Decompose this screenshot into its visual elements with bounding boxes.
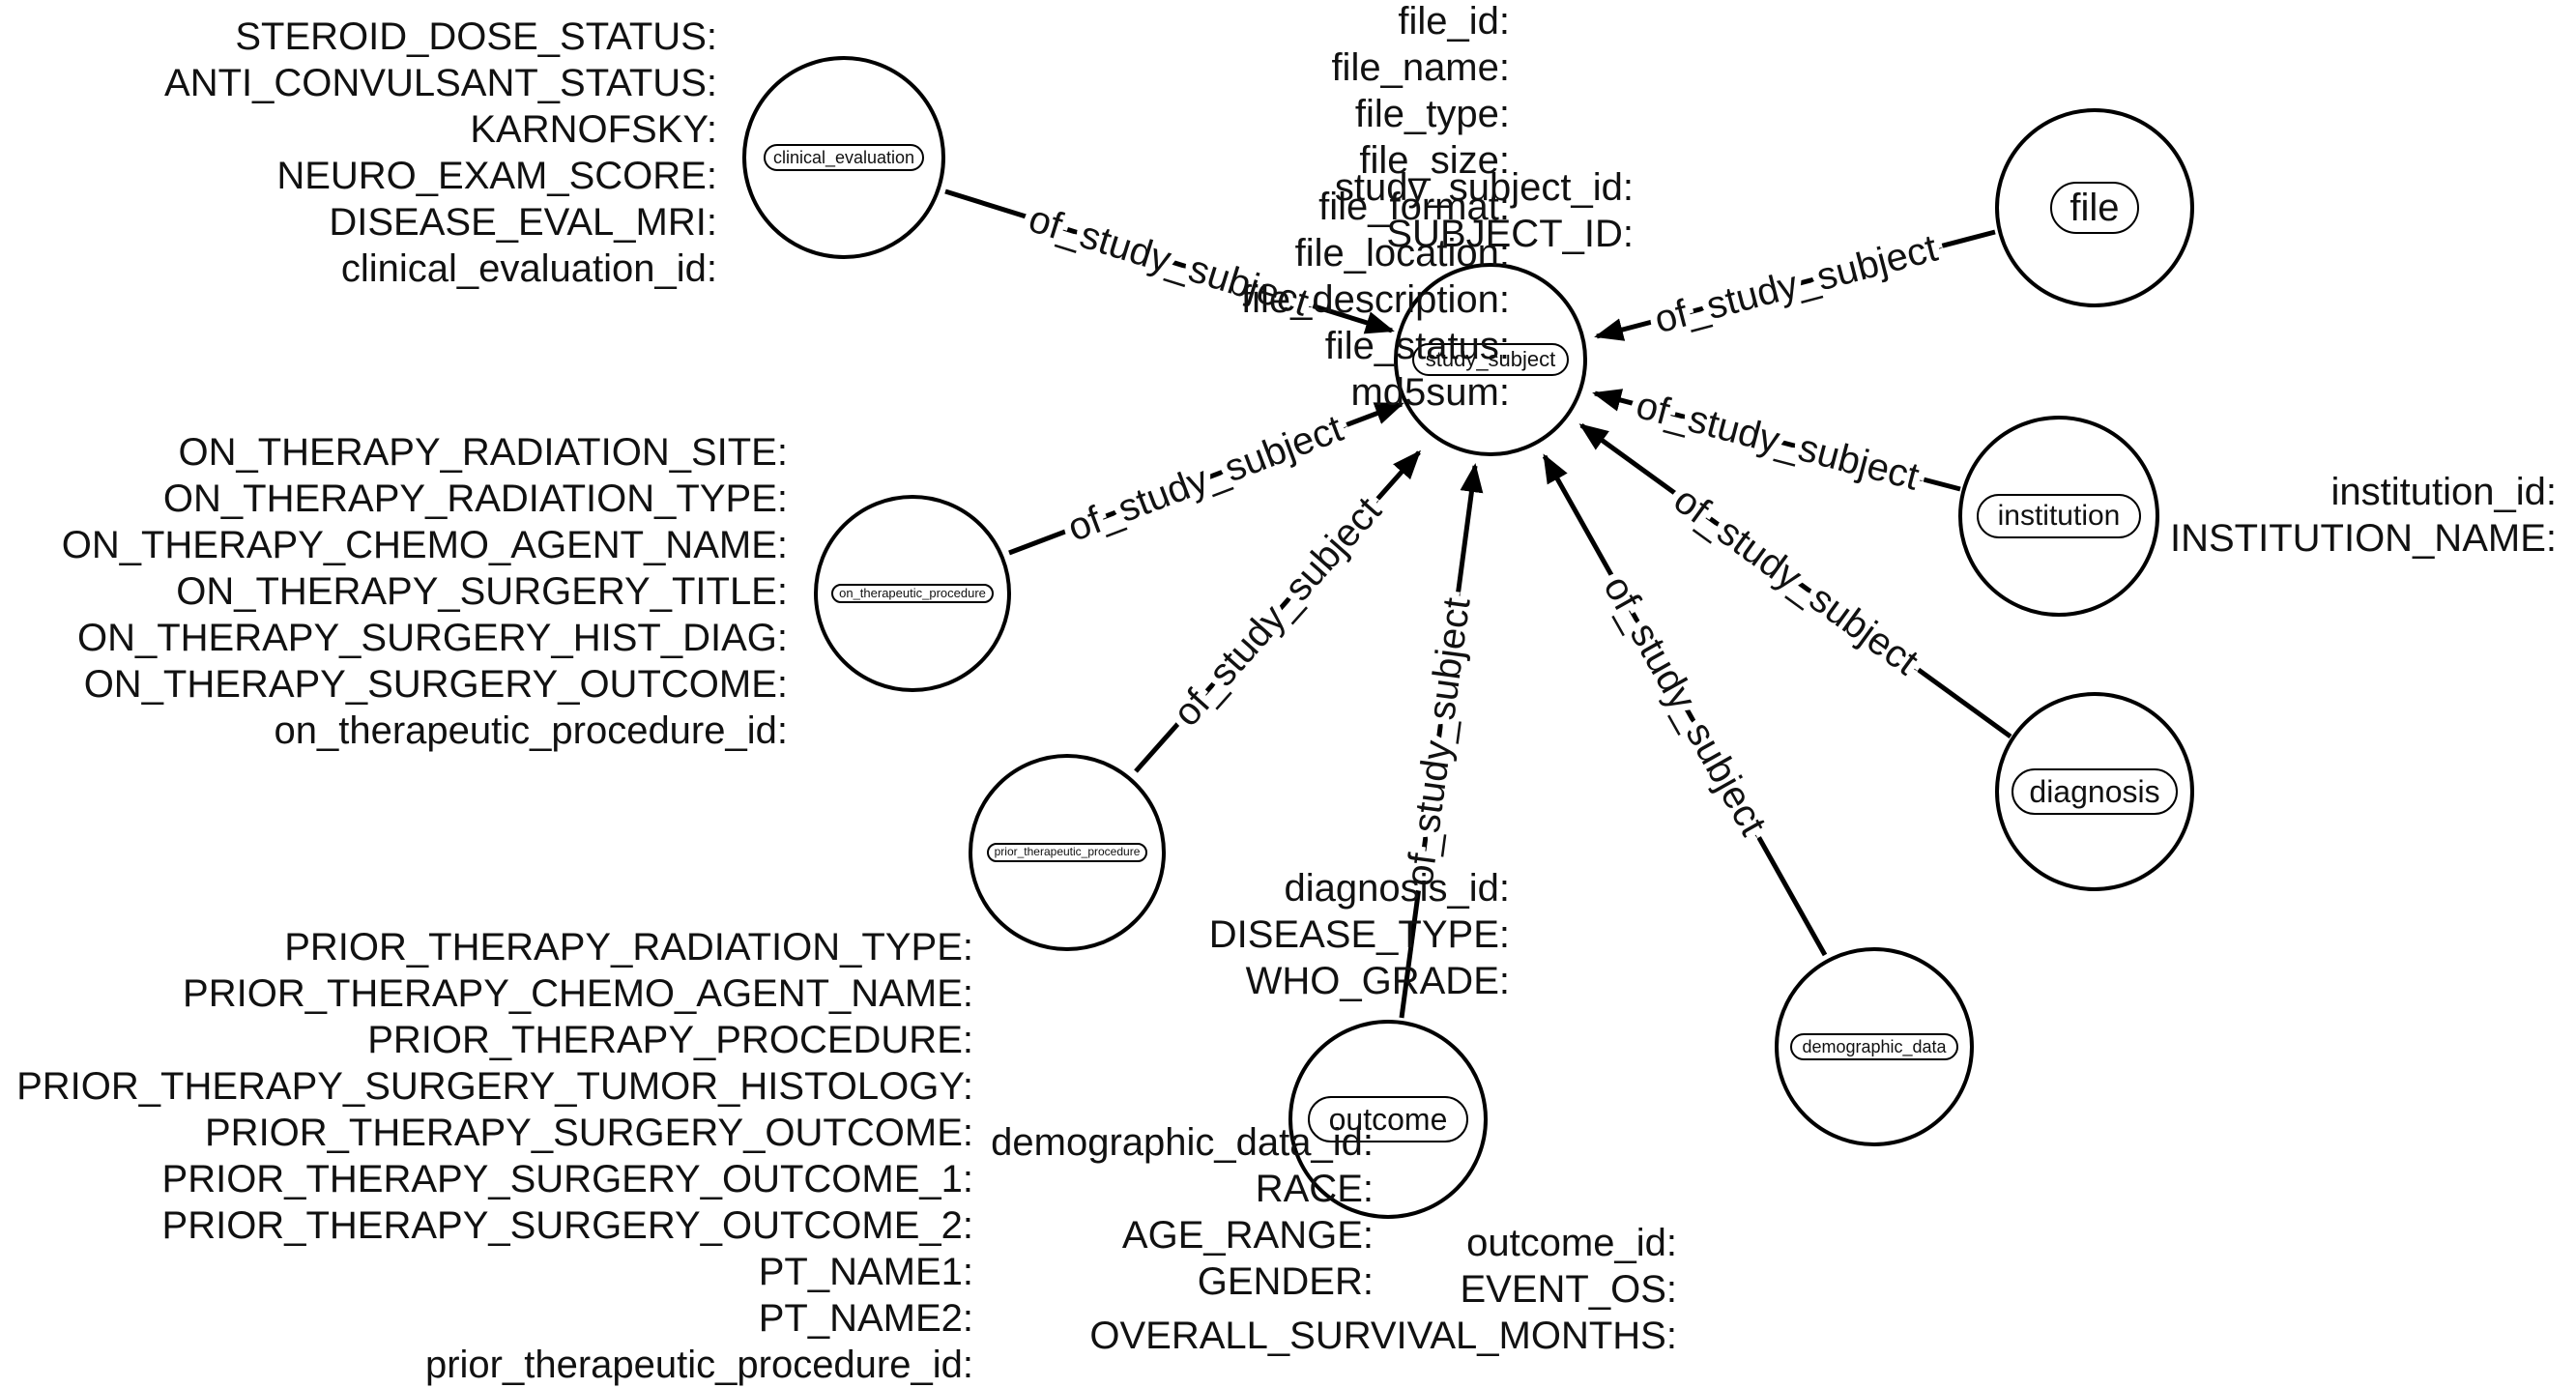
prop-prior-therapy-radiation-type: PRIOR_THERAPY_RADIATION_TYPE: [16, 924, 973, 970]
prop-steroid-dose-status: STEROID_DOSE_STATUS: [164, 14, 717, 60]
props-prior-therapeutic-procedure: PRIOR_THERAPY_RADIATION_TYPE PRIOR_THERA…: [16, 924, 973, 1388]
prop-file-id: file_id: [1241, 0, 1510, 44]
node-label-file: file: [2050, 182, 2139, 234]
prop-prior-therapy-surgery-tumor-histology: PRIOR_THERAPY_SURGERY_TUMOR_HISTOLOGY: [16, 1063, 973, 1110]
prop-prior-therapeutic-procedure-id: prior_therapeutic_procedure_id: [16, 1342, 973, 1388]
edge-label-demographic-data: of_study_subject: [1595, 568, 1774, 842]
node-label-prior-therapeutic-procedure: prior_therapeutic_procedure: [986, 843, 1148, 862]
prop-disease-type: DISEASE_TYPE: [1209, 911, 1510, 958]
edge-institution: [1592, 389, 1961, 492]
edge-label-file: of_study_subject: [1650, 227, 1942, 342]
prop-race: RACE: [991, 1166, 1374, 1212]
prop-file-location: file_location: [1241, 230, 1510, 276]
edge-label-diagnosis: of_study_subject: [1666, 478, 1926, 683]
prop-file-type: file_type: [1241, 91, 1510, 137]
prop-pt-name2: PT_NAME2: [16, 1295, 973, 1342]
prop-who-grade: WHO_GRADE: [1209, 958, 1510, 1004]
prop-prior-therapy-chemo-agent-name: PRIOR_THERAPY_CHEMO_AGENT_NAME: [16, 970, 973, 1017]
node-institution[interactable]: institution: [1958, 416, 2159, 617]
prop-clinical-evaluation-id: clinical_evaluation_id: [164, 246, 717, 292]
node-on-therapeutic-procedure[interactable]: on_therapeutic_procedure: [814, 495, 1011, 692]
edge-label-on-therapeutic-procedure: of_study_subject: [1062, 407, 1348, 550]
prop-prior-therapy-surgery-outcome-1: PRIOR_THERAPY_SURGERY_OUTCOME_1: [16, 1156, 973, 1202]
prop-neuro-exam-score: NEURO_EXAM_SCORE: [164, 153, 717, 199]
prop-on-therapy-surgery-title: ON_THERAPY_SURGERY_TITLE: [62, 568, 788, 615]
props-institution: institution_id INSTITUTION_NAME: [2170, 469, 2557, 562]
prop-gender: GENDER: [991, 1258, 1374, 1305]
prop-demographic-data-id: demographic_data_id: [991, 1119, 1374, 1166]
prop-event-os: EVENT_OS: [1089, 1266, 1677, 1313]
node-label-on-therapeutic-procedure: on_therapeutic_procedure: [831, 583, 994, 604]
edge-prior-therapeutic-procedure: [1134, 449, 1421, 773]
prop-file-description: file_description: [1241, 276, 1510, 323]
props-diagnosis: diagnosis_id DISEASE_TYPE WHO_GRADE: [1209, 865, 1510, 1004]
prop-institution-id: institution_id: [2170, 469, 2557, 515]
prop-pt-name1: PT_NAME1: [16, 1249, 973, 1295]
prop-prior-therapy-surgery-outcome-2: PRIOR_THERAPY_SURGERY_OUTCOME_2: [16, 1202, 973, 1249]
edge-label-institution: of_study_subject: [1632, 384, 1924, 499]
prop-disease-eval-mri: DISEASE_EVAL_MRI: [164, 199, 717, 246]
prop-file-format: file_format: [1241, 184, 1510, 230]
node-prior-therapeutic-procedure[interactable]: prior_therapeutic_procedure: [969, 754, 1166, 951]
prop-on-therapy-surgery-outcome: ON_THERAPY_SURGERY_OUTCOME: [62, 661, 788, 708]
props-clinical-evaluation: STEROID_DOSE_STATUS ANTI_CONVULSANT_STAT…: [164, 14, 717, 292]
edge-file: [1594, 229, 1996, 341]
prop-anti-convulsant-status: ANTI_CONVULSANT_STATUS: [164, 60, 717, 106]
prop-on-therapy-radiation-site: ON_THERAPY_RADIATION_SITE: [62, 429, 788, 476]
prop-file-status: file_status: [1241, 323, 1510, 369]
node-file[interactable]: file: [1995, 108, 2194, 307]
prop-outcome-id: outcome_id: [1089, 1220, 1677, 1266]
props-demographic-data: demographic_data_id RACE AGE_RANGE GENDE…: [991, 1119, 1374, 1305]
prop-on-therapy-chemo-agent-name: ON_THERAPY_CHEMO_AGENT_NAME: [62, 522, 788, 568]
prop-file-size: file_size: [1241, 137, 1510, 184]
prop-age-range: AGE_RANGE: [991, 1212, 1374, 1258]
prop-on-therapy-surgery-hist-diag: ON_THERAPY_SURGERY_HIST_DIAG: [62, 615, 788, 661]
prop-on-therapy-radiation-type: ON_THERAPY_RADIATION_TYPE: [62, 476, 788, 522]
node-clinical-evaluation[interactable]: clinical_evaluation: [742, 56, 945, 259]
prop-on-therapeutic-procedure-id: on_therapeutic_procedure_id: [62, 708, 788, 754]
node-demographic-data[interactable]: demographic_data: [1775, 947, 1974, 1146]
prop-file-name: file_name: [1241, 44, 1510, 91]
edge-diagnosis: [1578, 422, 2012, 739]
prop-prior-therapy-procedure: PRIOR_THERAPY_PROCEDURE: [16, 1017, 973, 1063]
props-file: file_id file_name file_type file_size fi…: [1241, 0, 1510, 416]
node-label-demographic-data: demographic_data: [1790, 1032, 1958, 1061]
edge-label-outcome: of_study_subject: [1398, 595, 1478, 888]
node-diagnosis[interactable]: diagnosis: [1995, 692, 2194, 891]
edge-on-therapeutic-procedure: [1008, 401, 1404, 556]
prop-overall-survival-months: OVERALL_SURVIVAL_MONTHS: [1089, 1313, 1677, 1359]
prop-md5sum: md5sum: [1241, 369, 1510, 416]
props-on-therapeutic-procedure: ON_THERAPY_RADIATION_SITE ON_THERAPY_RAD…: [62, 429, 788, 754]
node-label-institution: institution: [1976, 493, 2142, 539]
edge-demographic-data: [1542, 453, 1828, 957]
prop-diagnosis-id: diagnosis_id: [1209, 865, 1510, 911]
node-label-clinical-evaluation: clinical_evaluation: [763, 143, 925, 172]
node-label-diagnosis: diagnosis: [2012, 767, 2178, 816]
prop-prior-therapy-surgery-outcome: PRIOR_THERAPY_SURGERY_OUTCOME: [16, 1110, 973, 1156]
prop-institution-name: INSTITUTION_NAME: [2170, 515, 2557, 562]
props-outcome: outcome_id EVENT_OS OVERALL_SURVIVAL_MON…: [1089, 1220, 1677, 1359]
edge-label-prior-therapeutic-procedure: of_study_subject: [1165, 489, 1389, 735]
prop-karnofsky: KARNOFSKY: [164, 106, 717, 153]
